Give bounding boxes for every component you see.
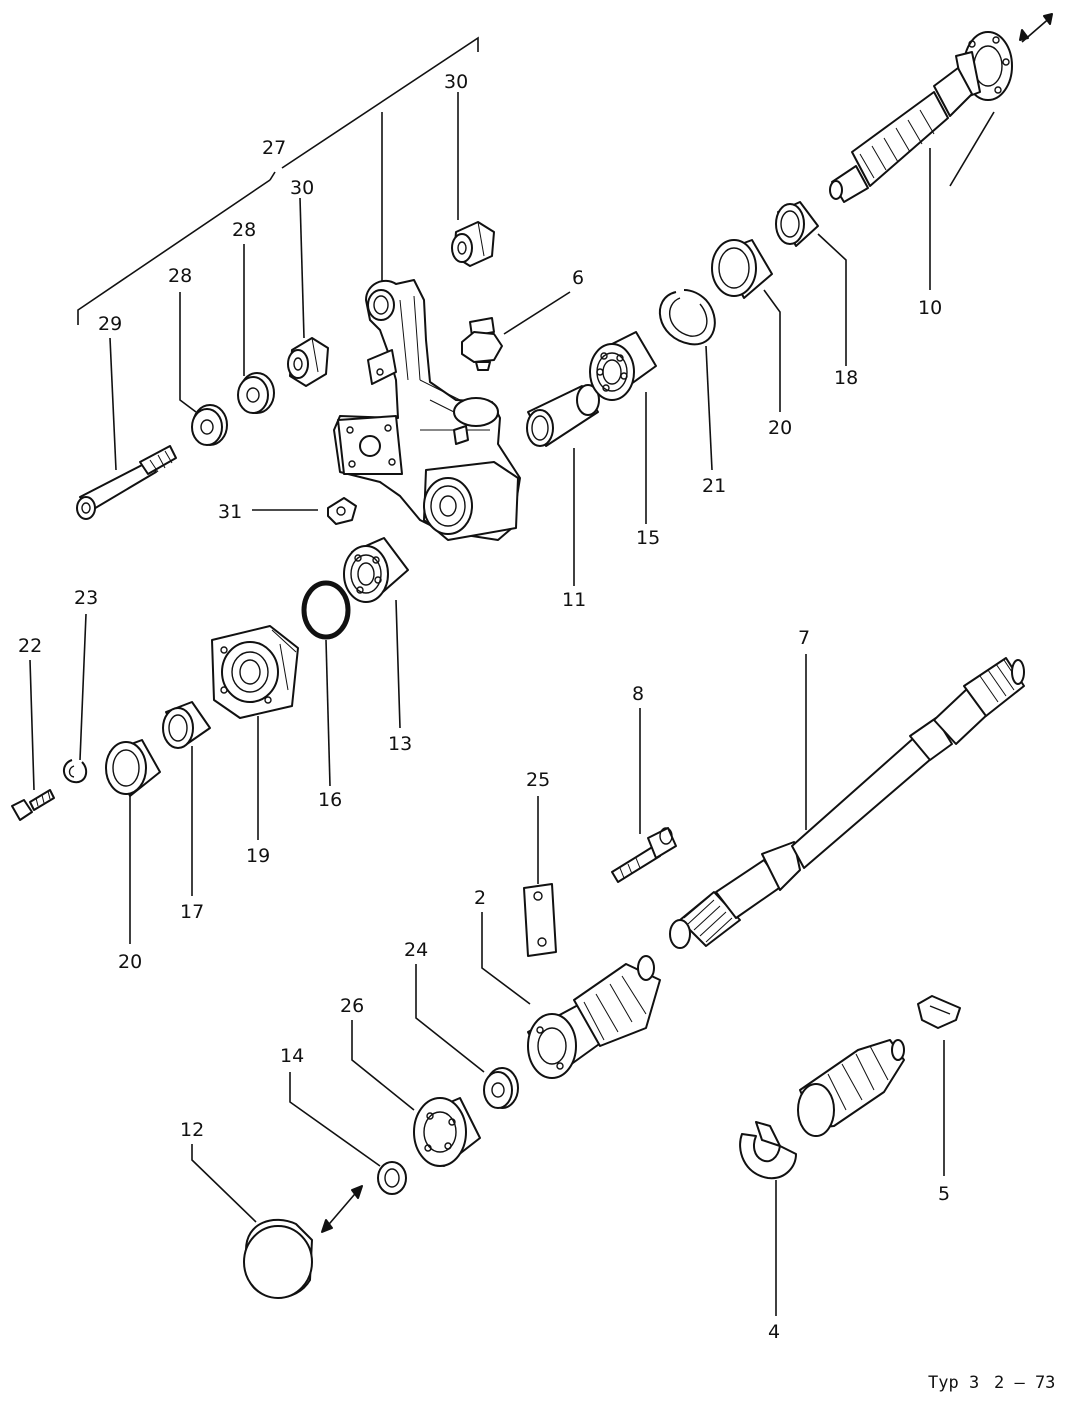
part-21-circlip: [659, 289, 716, 346]
label-22: 22: [18, 635, 42, 657]
label-14: 14: [280, 1045, 304, 1067]
label-21: 21: [702, 475, 726, 497]
part-11-sleeve: [526, 384, 600, 447]
callout-labels: 30 27 30 28 28 29 6 31 10 18 20 21 15 11…: [18, 71, 950, 1343]
label-11: 11: [562, 589, 586, 611]
label-23: 23: [74, 587, 98, 609]
footer: Typ 3 2 – 73: [928, 1373, 1055, 1393]
label-30b: 30: [290, 177, 314, 199]
label-30a: 30: [444, 71, 468, 93]
part-25-plate: [523, 883, 557, 957]
part-24-washer: [483, 1067, 519, 1109]
part-29-stud: [76, 445, 177, 520]
label-25: 25: [526, 769, 550, 791]
label-17: 17: [180, 901, 204, 923]
part-7-drive-shaft: [669, 657, 1025, 949]
label-20b: 20: [118, 951, 142, 973]
label-12: 12: [180, 1119, 204, 1141]
label-18: 18: [834, 367, 858, 389]
part-12-cap: [243, 1218, 313, 1299]
label-28b: 28: [232, 219, 256, 241]
part-26-inner-joint: [413, 1097, 481, 1167]
label-6: 6: [572, 267, 584, 289]
footer-code: 2 – 73: [994, 1373, 1055, 1393]
part-20-race-a: [711, 239, 773, 299]
part-22-bolt: [11, 789, 55, 821]
part-10-arrows: [949, 13, 1053, 187]
label-5: 5: [938, 1183, 950, 1205]
label-26: 26: [340, 995, 364, 1017]
label-8: 8: [632, 683, 644, 705]
label-7: 7: [798, 627, 810, 649]
label-2: 2: [474, 887, 486, 909]
leader-lines: [29, 92, 945, 1316]
footer-typ: Typ 3: [928, 1373, 979, 1393]
part-4-boot: [797, 1039, 905, 1137]
part-30-bushing-a: [451, 221, 495, 267]
label-27: 27: [262, 137, 286, 159]
part-14-circlip: [377, 1161, 407, 1195]
label-19: 19: [246, 845, 270, 867]
part-8-bolt: [611, 827, 677, 883]
label-31: 31: [218, 501, 242, 523]
label-28a: 28: [168, 265, 192, 287]
part-19-flange: [211, 625, 299, 719]
part-2-cv-joint: [527, 955, 661, 1079]
label-16: 16: [318, 789, 342, 811]
trailing-arm-housing: [333, 279, 521, 541]
part-23-spring-washer: [63, 759, 88, 784]
part-30-bushing-b: [287, 337, 329, 387]
label-15: 15: [636, 527, 660, 549]
part-18-ring: [775, 201, 819, 247]
part-16-o-ring: [301, 580, 351, 640]
label-20a: 20: [768, 417, 792, 439]
part-17-ring: [162, 701, 211, 749]
label-29: 29: [98, 313, 122, 335]
part-6-stud: [461, 317, 503, 371]
part-4-clamp: [739, 1121, 797, 1180]
part-5-clip: [917, 995, 961, 1029]
part-28-washer-a: [191, 404, 228, 446]
label-4: 4: [768, 1321, 780, 1343]
part-10-stub-axle: [829, 31, 1013, 203]
part-15-bearing: [589, 331, 657, 401]
part-20-race-b: [105, 739, 161, 797]
label-10: 10: [918, 297, 942, 319]
label-24: 24: [404, 939, 428, 961]
part-31-nut: [327, 497, 357, 525]
part-28-washer-b: [237, 372, 275, 414]
bracket-27: [77, 36, 479, 325]
part-13-bearing: [343, 537, 409, 603]
label-13: 13: [388, 733, 412, 755]
part-12-arrow: [321, 1185, 363, 1233]
